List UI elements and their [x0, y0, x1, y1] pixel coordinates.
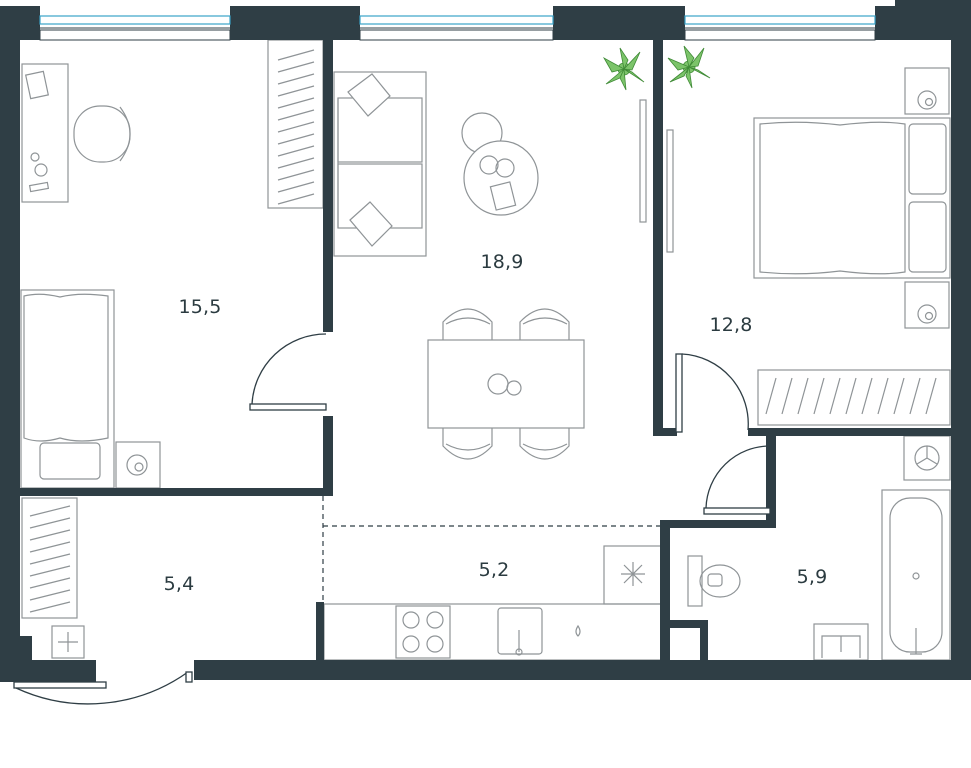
area-label-hallway: 5,4	[164, 573, 195, 595]
dining-chair-4	[519, 428, 570, 460]
single-bed	[20, 289, 115, 489]
dishwasher	[575, 624, 581, 637]
area-label-bathroom: 5,9	[797, 566, 828, 588]
tv-panel	[639, 99, 647, 223]
furniture-layer	[20, 39, 951, 661]
desk-chair	[73, 105, 131, 163]
area-label-kitchen: 5,2	[479, 559, 510, 581]
electrical-panel	[51, 625, 85, 659]
doors	[13, 333, 771, 705]
area-label-living-room: 18,9	[480, 251, 523, 273]
desk	[21, 63, 69, 203]
dining-chair-2	[519, 308, 570, 340]
dining-table	[427, 339, 585, 429]
walls	[0, 0, 971, 682]
wardrobe	[267, 39, 324, 209]
plant-left	[602, 47, 645, 91]
tv-panel-bedroom	[666, 129, 674, 253]
stove	[395, 605, 451, 659]
coffee-table	[461, 112, 539, 216]
wardrobe-bedroom	[757, 369, 951, 426]
window-2	[359, 15, 554, 41]
entrance-door[interactable]	[13, 671, 193, 705]
toilet	[687, 555, 741, 607]
washing-machine	[903, 435, 951, 481]
nightstand-left	[115, 441, 161, 489]
nightstand-bottom	[904, 281, 950, 329]
area-label-bedroom: 12,8	[709, 314, 752, 336]
bathtub	[881, 489, 951, 661]
window-1	[39, 15, 231, 41]
window-3	[684, 15, 876, 41]
kitchen-zone-boundary	[322, 496, 660, 604]
area-label-room-15-5: 15,5	[178, 296, 221, 318]
door-bedroom-12-8[interactable]	[675, 353, 749, 433]
nightstand-top	[904, 67, 950, 115]
dining-chair-1	[442, 308, 493, 340]
hallway-wardrobe	[21, 497, 78, 619]
sofa	[333, 71, 427, 257]
double-bed	[753, 117, 951, 279]
area-labels: 15,5 18,9 12,8 5,4 5,2 5,9	[164, 251, 828, 595]
kitchen-sink	[497, 607, 543, 656]
bathroom-sink	[813, 623, 869, 661]
dining-chair-3	[442, 428, 493, 460]
plant-right	[667, 45, 711, 89]
door-room-15-5[interactable]	[249, 333, 327, 411]
windows	[39, 15, 876, 41]
door-bathroom[interactable]	[703, 445, 771, 515]
